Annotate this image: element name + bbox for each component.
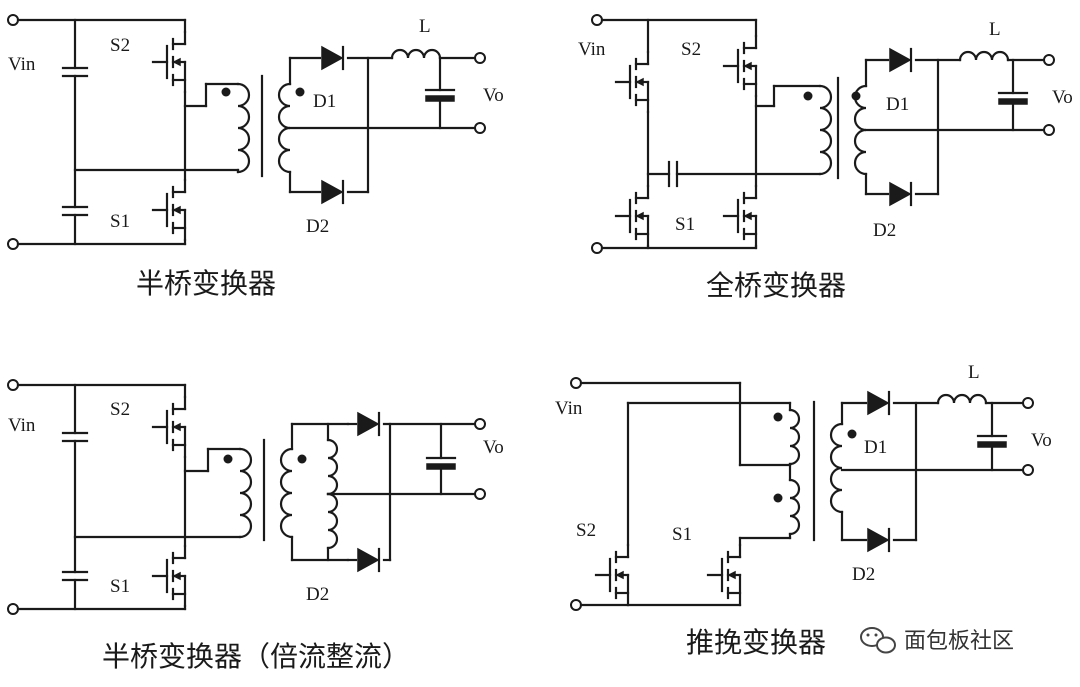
vo-label: Vo [483, 85, 504, 106]
output-inductor-icon [390, 48, 442, 60]
switch-left-bottom-icon [614, 184, 650, 248]
vo-label: Vo [1052, 87, 1073, 108]
diode-d2-icon [866, 527, 891, 553]
half-bridge-current-doubler-circuit: Vin S2 S1 D2 Vo 半桥变换器（倍流整流） [7, 379, 504, 673]
primary-winding-icon [236, 82, 251, 174]
primary-winding-top-icon [788, 408, 801, 466]
diode-d2-icon [320, 179, 345, 205]
d2-label: D2 [306, 584, 329, 605]
d1-label: D1 [313, 91, 336, 112]
half-bridge-caption: 半桥变换器 [136, 267, 276, 300]
switch-s2-icon [722, 34, 758, 98]
diode-d1-icon [888, 47, 913, 73]
s2-label: S2 [110, 399, 130, 420]
primary-winding-icon [238, 447, 253, 539]
secondary-winding-icon [279, 447, 294, 539]
s2-label: S2 [576, 520, 596, 541]
d2-label: D2 [873, 220, 896, 241]
d2-label: D2 [852, 564, 875, 585]
switch-s1-icon [722, 184, 758, 248]
current-doubler-caption: 半桥变换器（倍流整流） [102, 640, 410, 673]
diode-d2-icon [356, 547, 381, 573]
secondary-winding-icon [277, 82, 292, 174]
push-pull-circuit: Vin S2 S1 D1 D2 L Vo 推挽变换器 [555, 362, 1052, 659]
d2-label: D2 [306, 216, 329, 237]
full-bridge-caption: 全桥变换器 [706, 269, 846, 302]
l-label: L [419, 16, 431, 37]
output-inductor-2-icon [326, 492, 339, 550]
diode-d1-icon [320, 45, 345, 71]
diode-d2-icon [888, 181, 913, 207]
switch-s1-icon [706, 543, 742, 607]
output-inductor-1-icon [326, 438, 339, 496]
primary-winding-bottom-icon [788, 478, 801, 536]
l-label: L [968, 362, 980, 383]
secondary-winding-icon [829, 422, 844, 514]
s1-label: S1 [110, 211, 130, 232]
vin-label: Vin [8, 415, 36, 436]
wechat-icon [860, 627, 896, 654]
vin-label: Vin [578, 39, 606, 60]
s1-label: S1 [675, 214, 695, 235]
vin-negative-terminal [7, 238, 19, 250]
vin-label: Vin [555, 398, 583, 419]
s1-label: S1 [672, 524, 692, 545]
s2-label: S2 [110, 35, 130, 56]
s1-label: S1 [110, 576, 130, 597]
diode-d1-icon [866, 390, 891, 416]
switch-s1-icon [151, 544, 187, 608]
vin-positive-terminal [7, 14, 19, 26]
watermark-text: 面包板社区 [904, 629, 1014, 654]
primary-winding-icon [818, 84, 833, 176]
vo-label: Vo [483, 437, 504, 458]
switch-left-top-icon [614, 50, 650, 114]
full-bridge-circuit: Vin S2 S1 D1 D2 L Vo 全桥变换器 [578, 14, 1073, 302]
switch-s2-icon [594, 543, 630, 607]
diode-top-icon [356, 411, 381, 437]
push-pull-caption: 推挽变换器 [686, 626, 826, 659]
watermark: 面包板社区 [860, 627, 1014, 654]
s2-label: S2 [681, 39, 701, 60]
l-label: L [989, 19, 1001, 40]
vin-label: Vin [8, 54, 36, 75]
switch-s2-icon [151, 395, 187, 459]
half-bridge-circuit: Vin S2 S1 D1 D2 L Vo 半桥变换器 [7, 14, 504, 300]
d1-label: D1 [864, 437, 887, 458]
output-inductor-icon [958, 50, 1010, 62]
d1-label: D1 [886, 94, 909, 115]
vo-label: Vo [1031, 430, 1052, 451]
switch-s1-icon [151, 178, 187, 242]
output-inductor-icon [936, 393, 988, 405]
switch-s2-icon [151, 30, 187, 94]
